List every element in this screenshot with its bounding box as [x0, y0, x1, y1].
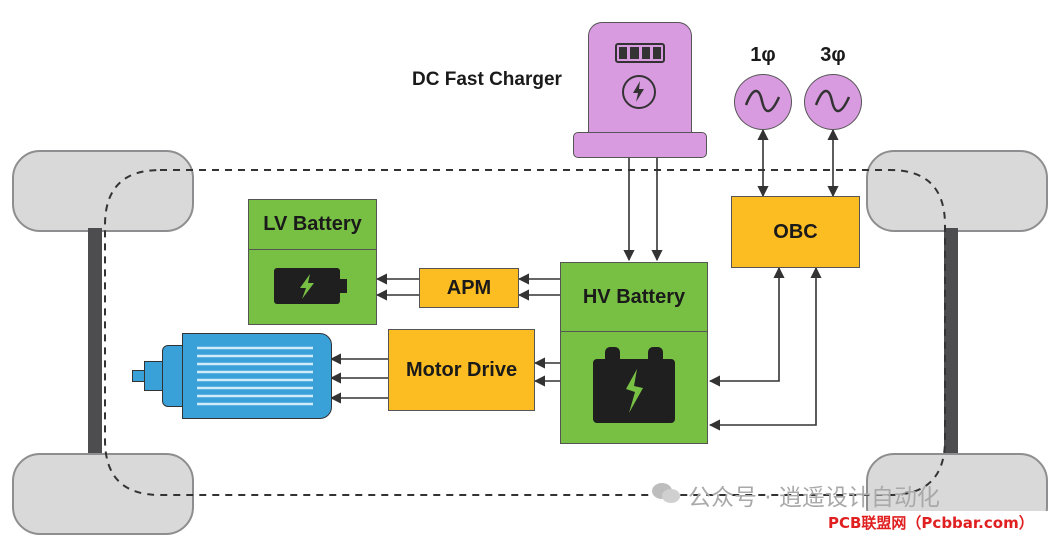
apm-label: APM [446, 276, 492, 299]
lightning-icon [622, 75, 656, 109]
apm-block: APM [419, 268, 519, 308]
lv-battery-title: LV Battery [249, 200, 376, 250]
motor-drive-label: Motor Drive [405, 358, 518, 381]
charger-battery-icon [615, 43, 665, 63]
three-phase-label: 3φ [820, 44, 846, 66]
motor-icon [132, 333, 332, 419]
wechat-icon [651, 481, 681, 505]
single-phase-label: 1φ [750, 44, 776, 66]
right-axle [944, 228, 958, 453]
left-axle [88, 228, 102, 453]
dc-fast-charger-label: DC Fast Charger [412, 69, 562, 90]
hv-battery-block: HV Battery [560, 262, 708, 444]
lv-battery-label: LV Battery [263, 213, 362, 235]
lv-battery-block: LV Battery [248, 199, 377, 325]
ac-wave-icon [814, 89, 851, 113]
hv-battery-title: HV Battery [561, 263, 707, 332]
dc-fast-charger-base [573, 132, 707, 158]
obc-label: OBC [773, 220, 818, 243]
three-phase-source [804, 74, 862, 130]
front-left-wheel [12, 150, 194, 232]
battery-icon [593, 347, 675, 423]
single-phase-source [734, 74, 792, 130]
battery-icon [274, 268, 347, 304]
motor-drive-block: Motor Drive [388, 329, 535, 411]
obc-block: OBC [731, 196, 860, 268]
chassis-outline [104, 169, 946, 496]
watermark-site: PCB联盟网（Pcbbar.com） [828, 511, 1050, 535]
dc-fast-charger [588, 22, 692, 140]
watermark-text: 公众号 · 逍遥设计自动化 [688, 485, 940, 511]
hv-battery-label: HV Battery [582, 285, 686, 308]
ac-wave-icon [744, 89, 781, 113]
